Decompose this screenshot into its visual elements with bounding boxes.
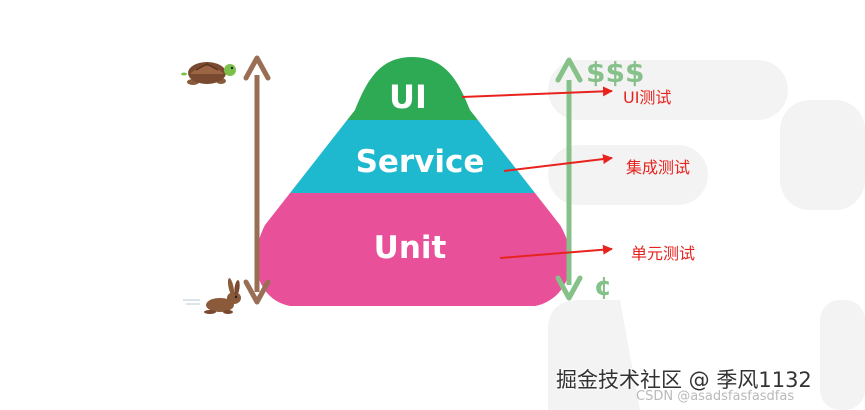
watermark-sub: CSDN @asadsfasfasdfas [636, 389, 795, 404]
cost-arrow [555, 57, 583, 301]
speed-arrow [243, 55, 271, 305]
pointer-arrow-ui [461, 86, 613, 98]
label-unit-test: 单元测试 [631, 244, 695, 263]
label-ui-test: UI测试 [623, 88, 671, 107]
cost-high-label: $$$ [586, 56, 644, 89]
pyramid-label-ui: UI [389, 78, 427, 116]
watermark-main: 掘金技术社区 @ 季风1132 [556, 368, 812, 392]
rabbit-icon [183, 278, 241, 314]
pyramid-label-service: Service [356, 144, 485, 180]
pointer-arrow-integration [503, 154, 613, 172]
turtle-icon [181, 62, 236, 85]
pointer-arrows [461, 86, 613, 259]
background-shapes [548, 60, 865, 410]
cost-low-label: ¢ [594, 272, 612, 302]
label-integration-test: 集成测试 [626, 158, 690, 177]
pyramid-label-unit: Unit [374, 230, 447, 266]
pyramid-layer-unit [255, 193, 571, 306]
pointer-arrow-unit [499, 244, 613, 259]
